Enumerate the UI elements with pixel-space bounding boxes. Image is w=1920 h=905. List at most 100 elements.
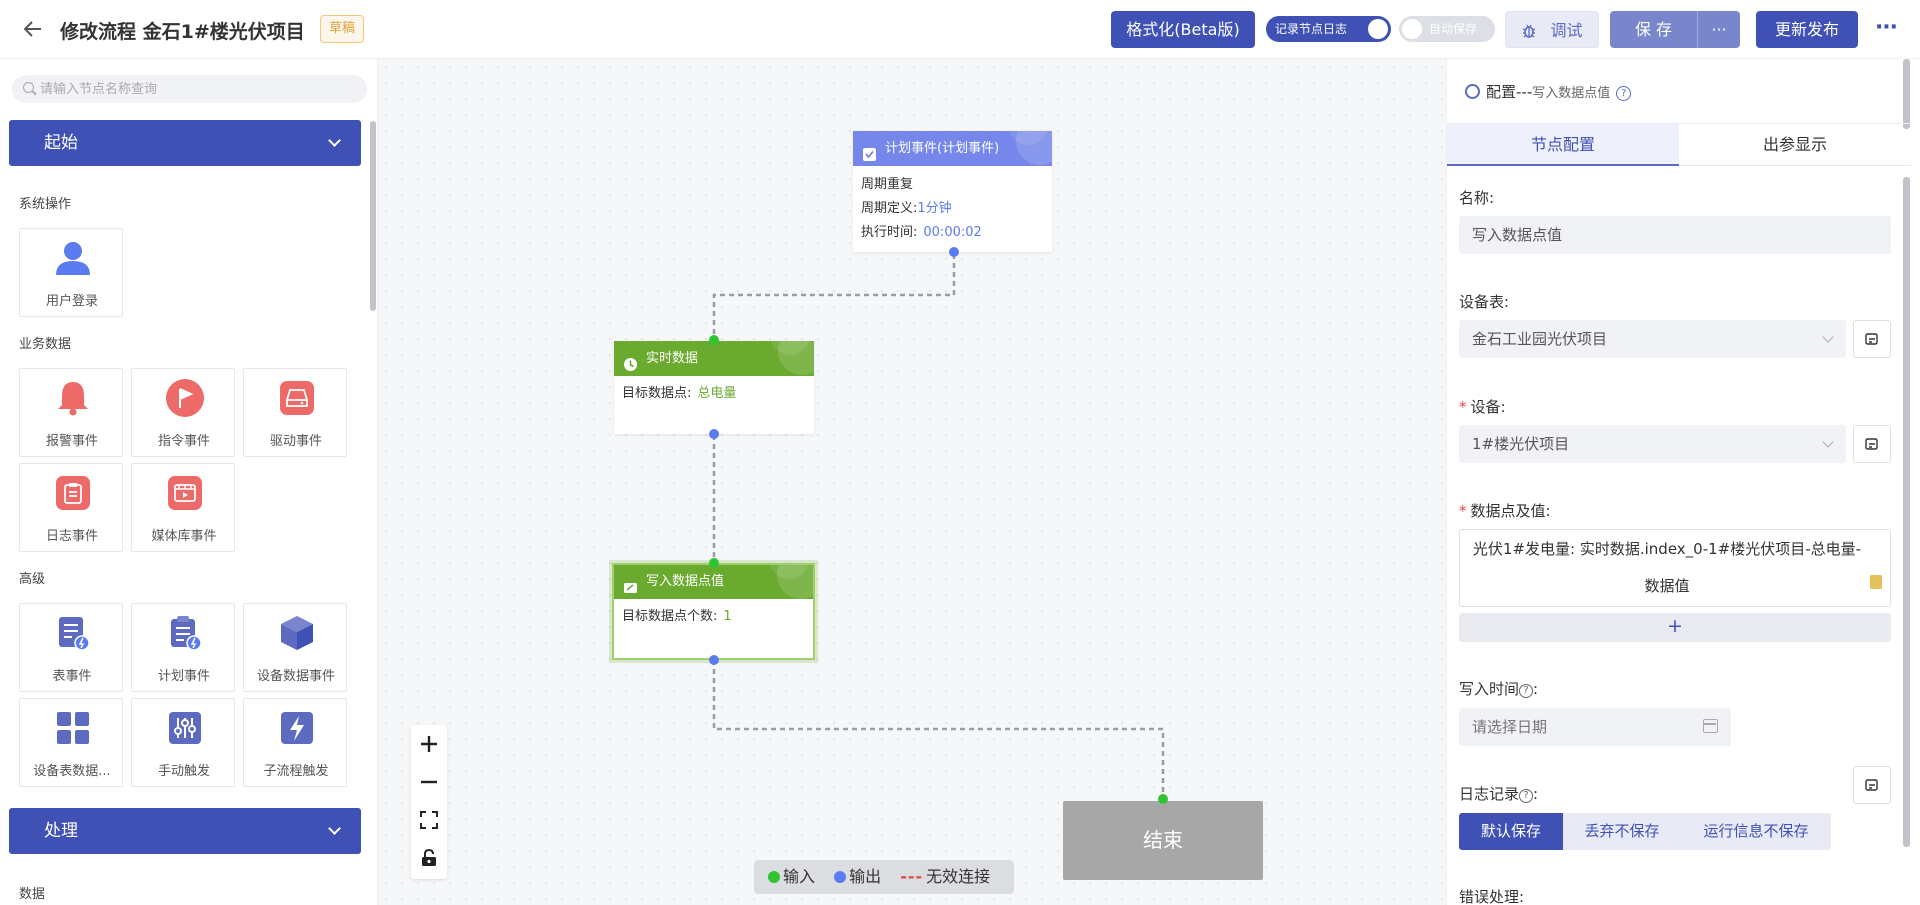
- tile-device-data-event[interactable]: 设备数据事件: [243, 603, 347, 692]
- edit-note-icon: [1865, 438, 1878, 450]
- help-icon[interactable]: ?: [1519, 684, 1534, 698]
- chevron-down-icon: [328, 134, 341, 147]
- tile-plan-event[interactable]: 计划事件: [131, 603, 235, 692]
- config-tabs: 节点配置 出参显示: [1447, 123, 1911, 166]
- name-label: 名称:: [1459, 189, 1495, 207]
- write-datapoint-node[interactable]: 写入数据点值 目标数据点个数: 1: [612, 563, 815, 660]
- help-icon[interactable]: ?: [1616, 86, 1632, 101]
- row-value: 00:00:02: [923, 225, 982, 240]
- write-time-date-picker[interactable]: [1459, 708, 1731, 746]
- config-title-sep: ---: [1516, 83, 1533, 101]
- palette-scrollbar[interactable]: [370, 121, 376, 311]
- tile-media-event[interactable]: 媒体库事件: [131, 463, 235, 552]
- flow-canvas[interactable]: 计划事件(计划事件) 周期重复 周期定义:1分钟 执行时间:00:00:02 实…: [378, 59, 1446, 905]
- node-row: 执行时间:00:00:02: [853, 221, 1052, 245]
- tile-alarm-event[interactable]: 报警事件: [19, 368, 123, 457]
- header-decoration: [1008, 131, 1048, 145]
- lock-icon[interactable]: [411, 839, 447, 877]
- back-arrow-icon[interactable]: [20, 16, 46, 42]
- log-option-no-run-info[interactable]: 运行信息不保存: [1681, 813, 1831, 850]
- search-input[interactable]: [40, 75, 360, 103]
- film-icon: [166, 474, 204, 512]
- save-button[interactable]: 保 存: [1610, 11, 1697, 48]
- name-input[interactable]: [1459, 216, 1891, 254]
- header-decoration: [769, 565, 809, 579]
- section-data: 数据: [19, 887, 46, 902]
- more-menu-icon[interactable]: ⋯: [1875, 15, 1899, 40]
- group-process-header[interactable]: 处理: [9, 808, 361, 854]
- output-port[interactable]: [709, 429, 719, 439]
- row-value: 1: [723, 609, 732, 624]
- tile-label: 设备数据事件: [256, 669, 335, 684]
- tile-user-login[interactable]: 用户登录: [19, 228, 123, 317]
- tile-device-table-data[interactable]: 设备表数据...: [19, 698, 123, 787]
- input-port[interactable]: [1158, 794, 1168, 804]
- datapoint-entry[interactable]: 光伏1#发电量: 实时数据.index_0-1#楼光伏项目-总电量-数据值: [1459, 529, 1891, 607]
- format-button[interactable]: 格式化(Beta版): [1111, 11, 1255, 48]
- tile-label: 报警事件: [45, 434, 98, 449]
- node-row: 目标数据点:总电量: [614, 382, 814, 406]
- input-port[interactable]: [709, 335, 719, 345]
- edit-note-icon: [1865, 333, 1878, 345]
- tile-label: 计划事件: [157, 669, 210, 684]
- tile-table-event[interactable]: 表事件: [19, 603, 123, 692]
- log-option-discard[interactable]: 丢弃不保存: [1563, 813, 1681, 850]
- output-port[interactable]: [949, 247, 959, 257]
- device-table-label: 设备表:: [1459, 293, 1510, 311]
- fit-view-icon[interactable]: [411, 801, 447, 839]
- trash-icon[interactable]: [1870, 575, 1882, 589]
- debug-label: 调试: [1550, 21, 1583, 40]
- publish-button[interactable]: 更新发布: [1756, 11, 1858, 48]
- add-datapoint-button[interactable]: +: [1459, 613, 1891, 642]
- auto-save-toggle[interactable]: 自动保存: [1399, 16, 1495, 42]
- plan-event-node[interactable]: 计划事件(计划事件) 周期重复 周期定义:1分钟 执行时间:00:00:02: [853, 131, 1052, 252]
- group-start-header[interactable]: 起始: [9, 120, 361, 166]
- device-edit-button[interactable]: [1853, 425, 1891, 463]
- node-header: 写入数据点值: [614, 565, 813, 599]
- bug-icon: [1521, 15, 1537, 52]
- tile-manual-trigger[interactable]: 手动触发: [131, 698, 235, 787]
- plan-event-icon: [166, 614, 204, 652]
- zoom-in-icon[interactable]: [411, 725, 447, 763]
- node-palette: 起始 系统操作 用户登录 业务数据 报警事件 指令事件 驱动事件 日志事件: [0, 59, 378, 905]
- tile-command-event[interactable]: 指令事件: [131, 368, 235, 457]
- record-log-toggle[interactable]: 记录节点日志: [1266, 16, 1391, 42]
- tab-node-config[interactable]: 节点配置: [1447, 124, 1679, 166]
- section-system: 系统操作: [19, 197, 72, 212]
- zoom-controls: [411, 725, 447, 879]
- row-label: 目标数据点个数:: [622, 609, 718, 624]
- zoom-out-icon[interactable]: [411, 763, 447, 801]
- error-handling-label: 错误处理:: [1459, 888, 1525, 905]
- panel-scrollbar[interactable]: [1903, 177, 1910, 847]
- config-subtitle: 写入数据点值: [1532, 86, 1611, 101]
- tile-driver-event[interactable]: 驱动事件: [243, 368, 347, 457]
- help-icon[interactable]: ?: [1519, 789, 1534, 803]
- save-more-button[interactable]: ···: [1697, 11, 1740, 48]
- debug-button[interactable]: 调试: [1505, 11, 1599, 48]
- output-port[interactable]: [709, 655, 719, 665]
- node-header: 实时数据: [614, 341, 814, 376]
- log-option-default-save[interactable]: 默认保存: [1459, 813, 1563, 850]
- hard-drive-icon: [278, 379, 316, 417]
- datapoint-label: *数据点及值:: [1459, 500, 1551, 521]
- device-table-edit-button[interactable]: [1853, 320, 1891, 358]
- calendar-icon: [1703, 719, 1718, 733]
- tile-label: 表事件: [52, 669, 92, 684]
- realtime-data-node[interactable]: 实时数据 目标数据点:总电量: [614, 341, 814, 434]
- tile-subflow-trigger[interactable]: 子流程触发: [243, 698, 347, 787]
- write-time-edit-button[interactable]: [1853, 766, 1891, 804]
- end-node[interactable]: 结束: [1063, 801, 1263, 880]
- row-text: 周期重复: [861, 177, 914, 192]
- chevron-down-icon: [1822, 436, 1834, 448]
- write-time-label: 写入时间?:: [1459, 680, 1539, 698]
- device-select[interactable]: 1#楼光伏项目: [1459, 425, 1846, 463]
- config-title: 配置---写入数据点值?: [1465, 81, 1632, 102]
- legend-label: 输出: [849, 867, 882, 886]
- required-mark: *: [1459, 502, 1467, 520]
- tab-output-display[interactable]: 出参显示: [1762, 135, 1827, 154]
- log-record-label-text: 日志记录: [1459, 785, 1520, 803]
- device-table-select[interactable]: 金石工业园光伏项目: [1459, 320, 1846, 358]
- input-port[interactable]: [709, 558, 719, 568]
- tile-log-event[interactable]: 日志事件: [19, 463, 123, 552]
- device-label-text: 设备:: [1470, 398, 1506, 416]
